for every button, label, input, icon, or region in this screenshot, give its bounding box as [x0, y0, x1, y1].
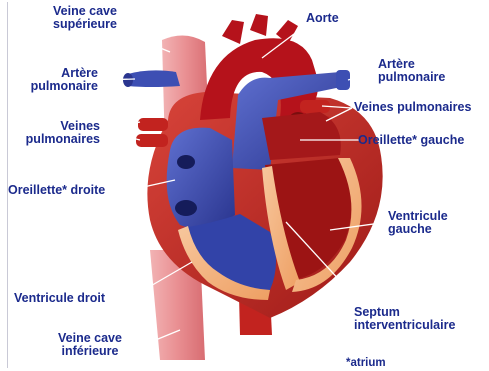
label-aorte: Aorte — [306, 12, 339, 25]
label-ventricule-gauche: Ventricule gauche — [388, 210, 448, 236]
label-ventricule-droit: Ventricule droit — [14, 292, 105, 305]
label-vci-line2: inférieure — [40, 345, 140, 358]
label-ap-left-line2: pulmonaire — [10, 80, 98, 93]
label-oreillette-gauche: Oreillette* gauche — [358, 134, 464, 147]
label-artere-pulmonaire-right: Artère pulmonaire — [378, 58, 445, 84]
label-vcs-line2: supérieure — [30, 18, 140, 31]
label-veines-pulmonaires-right: Veines pulmonaires — [354, 101, 471, 114]
label-vp-left-line2: pulmonaires — [10, 133, 100, 146]
label-artere-pulmonaire-left: Artère pulmonaire — [10, 67, 98, 93]
pulmonary-artery-right-branch — [336, 70, 350, 90]
label-vg-line2: gauche — [388, 223, 448, 236]
label-oreillette-droite: Oreillette* droite — [8, 184, 105, 197]
label-veine-cave-inferieure: Veine cave inférieure — [40, 332, 140, 358]
label-ap-right-line2: pulmonaire — [378, 71, 445, 84]
label-veines-pulmonaires-left: Veines pulmonaires — [10, 120, 100, 146]
label-septum-line2: interventriculaire — [354, 319, 455, 332]
footnote-atrium: *atrium — [346, 357, 386, 370]
pulmonary-artery-left-branch — [128, 70, 180, 87]
right-atrium — [167, 128, 235, 229]
label-septum-interventriculaire: Septum interventriculaire — [354, 306, 455, 332]
label-veine-cave-superieure: Veine cave supérieure — [30, 5, 140, 31]
